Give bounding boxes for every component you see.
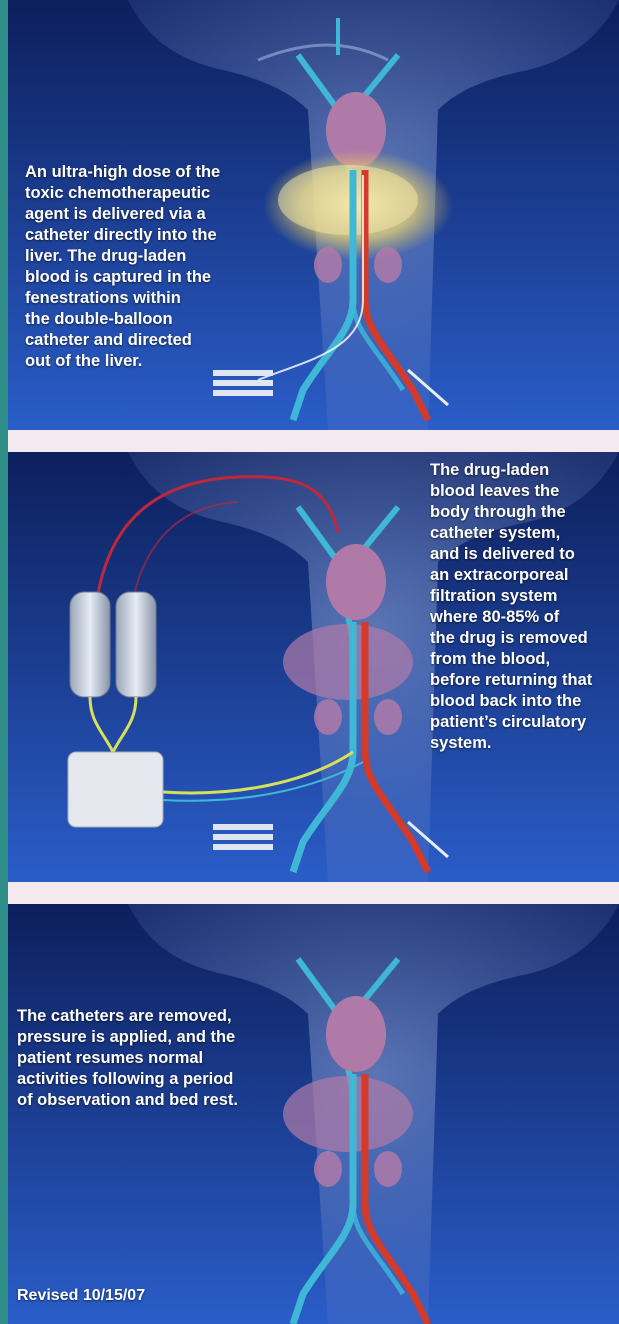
panel-filtration: The drug-laden blood leaves the body thr…	[8, 452, 619, 882]
panel-caption: The catheters are removed, pressure is a…	[17, 1006, 277, 1111]
liver	[283, 1076, 413, 1152]
liver	[278, 165, 418, 235]
panel-drug-delivery: An ultra-high dose of the toxic chemothe…	[8, 0, 619, 430]
panel-separator	[8, 882, 619, 904]
panel-recovery: The catheters are removed, pressure is a…	[8, 904, 619, 1324]
catheter-hubs	[213, 824, 273, 850]
heart	[326, 996, 386, 1072]
liver	[283, 624, 413, 700]
filtration-pump	[68, 752, 163, 827]
panel-separator	[8, 430, 619, 452]
heart	[326, 544, 386, 620]
catheter-hubs	[213, 370, 273, 396]
revised-date: Revised 10/15/07	[17, 1286, 145, 1306]
anatomy-illustration-3	[8, 904, 619, 1324]
panel-caption: The drug-laden blood leaves the body thr…	[430, 460, 619, 754]
panel-caption: An ultra-high dose of the toxic chemothe…	[25, 162, 275, 372]
